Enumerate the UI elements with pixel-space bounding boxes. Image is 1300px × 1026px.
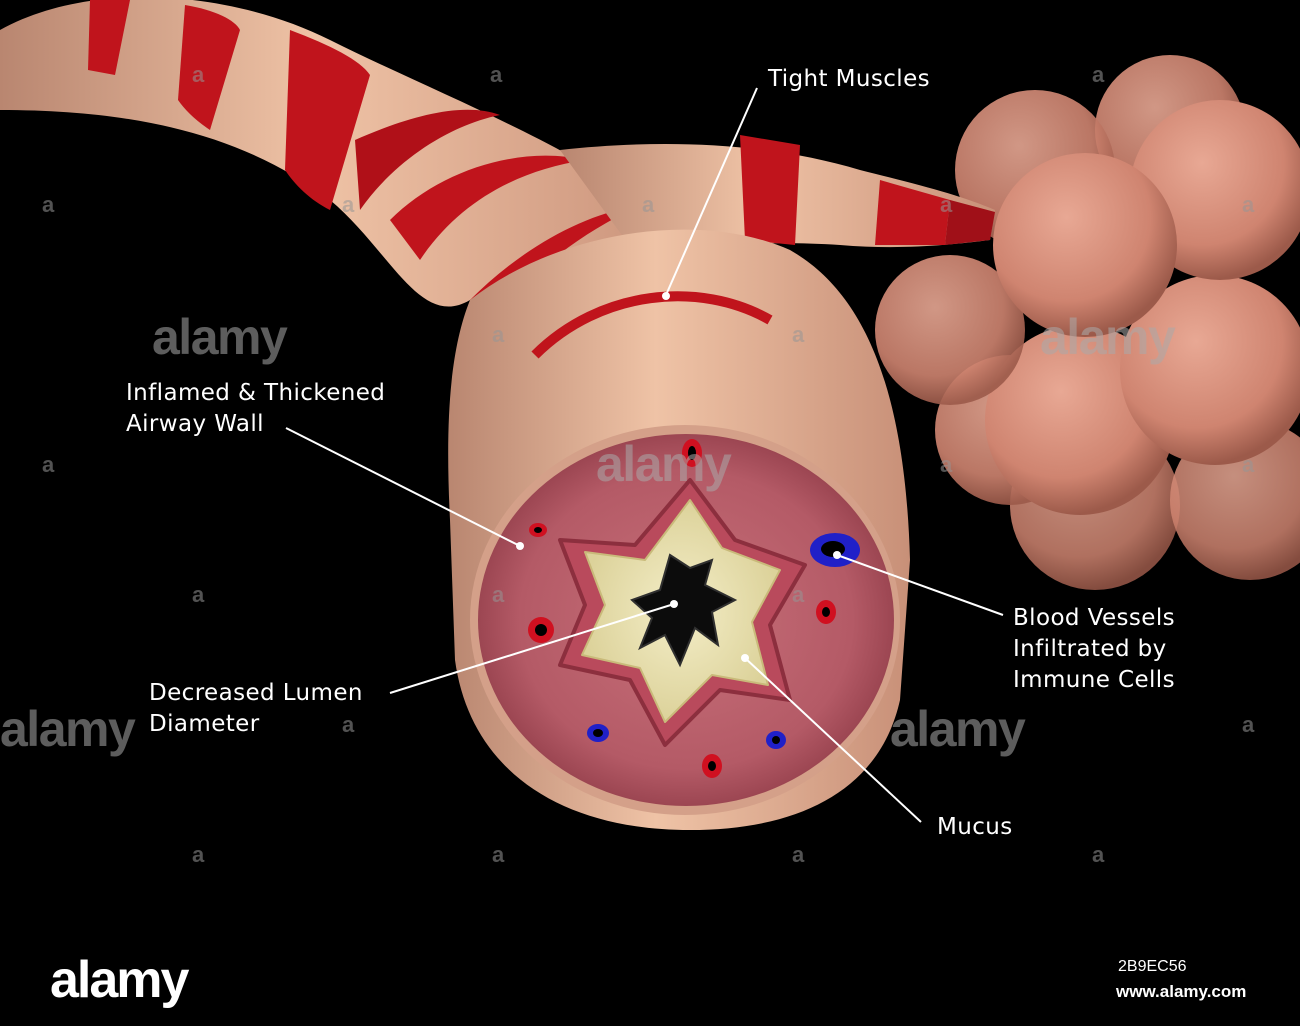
- watermark-mark: a: [490, 62, 503, 87]
- watermark-logo: alamy: [0, 701, 136, 757]
- watermark-mark: a: [42, 452, 55, 477]
- watermark-mark: a: [1092, 62, 1105, 87]
- label-tight-muscles: Tight Muscles: [768, 64, 930, 95]
- watermark-mark: a: [1242, 452, 1255, 477]
- label-inflamed-line1: Inflamed & Thickened: [126, 380, 386, 406]
- watermark-mark: a: [1242, 712, 1255, 737]
- label-blood-vessels: Blood Vessels Infiltrated by Immune Cell…: [1013, 603, 1175, 696]
- label-inflamed-line2: Airway Wall: [126, 411, 264, 437]
- watermark-mark: a: [1092, 842, 1105, 867]
- watermark-mark: a: [1242, 192, 1255, 217]
- label-blood-line2: Infiltrated by: [1013, 636, 1167, 662]
- leader-lines: [285, 87, 1004, 823]
- label-mucus: Mucus: [937, 812, 1013, 843]
- watermark-mark: a: [192, 582, 205, 607]
- watermark-logo: alamy: [1040, 309, 1176, 365]
- watermark-mark: a: [342, 712, 355, 737]
- label-tight-muscles-text: Tight Muscles: [768, 66, 931, 92]
- watermark-mark: a: [792, 842, 805, 867]
- watermark-mark: a: [792, 322, 805, 347]
- watermark-mark: a: [342, 192, 355, 217]
- label-mucus-text: Mucus: [937, 814, 1013, 840]
- watermark-logo: alamy: [596, 436, 732, 492]
- label-blood-line1: Blood Vessels: [1013, 605, 1176, 631]
- watermark-logo: alamy: [152, 309, 288, 365]
- label-lumen-line2: Diameter: [149, 711, 260, 737]
- watermark-mark: a: [792, 582, 805, 607]
- footer-alamy-logo: alamy: [50, 951, 189, 1009]
- watermark-logo: alamy: [890, 701, 1026, 757]
- label-decreased-lumen: Decreased Lumen Diameter: [149, 678, 363, 740]
- watermark-mark: a: [192, 62, 205, 87]
- blood-vessels: [528, 439, 860, 778]
- watermark-mark: a: [492, 842, 505, 867]
- airway-cross-section: [470, 425, 900, 815]
- footer-image-id: 2B9EC56: [1118, 958, 1187, 975]
- watermark-mark: a: [492, 322, 505, 347]
- watermark-mark: a: [940, 192, 953, 217]
- label-lumen-line1: Decreased Lumen: [149, 680, 363, 706]
- bronchus-upper: [0, 0, 700, 320]
- watermark-mark: a: [940, 452, 953, 477]
- label-blood-line3: Immune Cells: [1013, 667, 1175, 693]
- footer-url: www.alamy.com: [1116, 982, 1247, 1001]
- watermark-mark: a: [42, 192, 55, 217]
- watermark-mark: a: [492, 582, 505, 607]
- label-inflamed-airway-wall: Inflamed & Thickened Airway Wall: [126, 378, 385, 440]
- watermark-mark: a: [192, 842, 205, 867]
- watermark-mark: a: [642, 192, 655, 217]
